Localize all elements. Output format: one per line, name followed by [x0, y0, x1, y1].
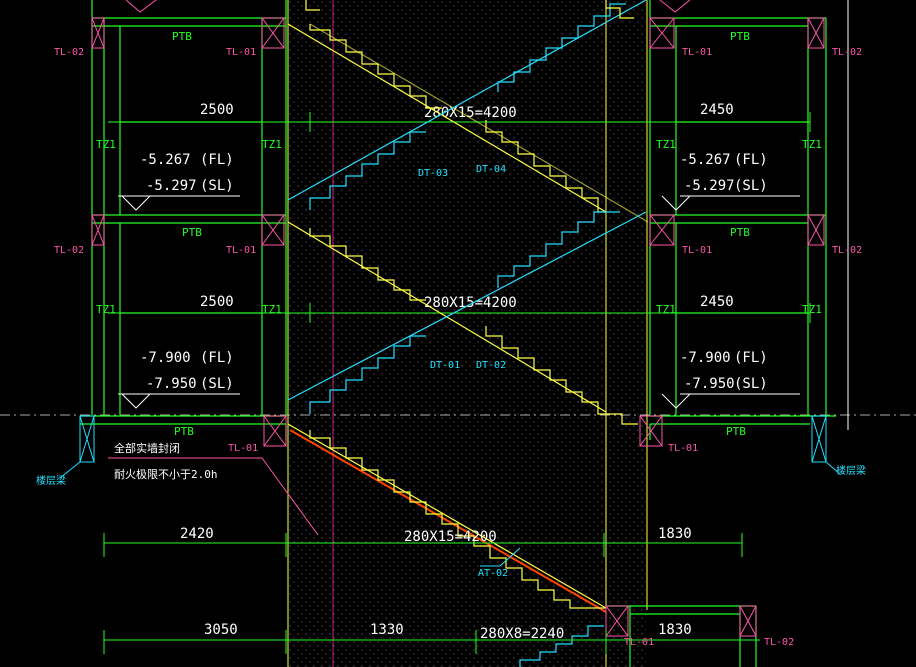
flight-spec-low: 280X15=4200 [404, 529, 497, 545]
dim-left-mid: 2500 [200, 294, 234, 310]
grade-tag-right: 楼层梁 [836, 464, 866, 477]
dt-label-mid-a: DT-01 [430, 360, 460, 371]
note-line-1: 全部实墙封闭 [114, 441, 180, 455]
dim-bottom-mid: 1330 [370, 622, 404, 638]
dt-label-mid-b: DT-02 [476, 360, 506, 371]
ptb-label-mid-left: PTB [182, 226, 202, 239]
fl-right-mid: -7.900 [680, 350, 731, 366]
fl-tag-right-mid: (FL) [734, 350, 768, 366]
floor-group-top: PTB PTB TL-02 TL-01 TL-01 TL-02 2500 245… [54, 0, 862, 215]
ptb-label-ground-right: PTB [726, 425, 746, 438]
sl-right-top: -5.297 [684, 178, 735, 194]
tz1-label-4: TZ1 [802, 138, 822, 151]
stair-flights [287, 0, 649, 667]
tl02-label-mid-left: TL-02 [54, 245, 84, 256]
fl-tag-right-top: (FL) [734, 152, 768, 168]
dim-bottom-right: 1830 [658, 622, 692, 638]
dim-low-right: 1830 [658, 526, 692, 542]
tl02-label-top-right: TL-02 [832, 47, 862, 58]
floor-group-mid: PTB PTB TL-02 TL-01 TL-01 TL-02 2500 245… [54, 214, 862, 415]
lower-dimension-lines [103, 533, 760, 654]
tz1-label-1: TZ1 [96, 138, 116, 151]
tz1-label-8: TZ1 [802, 303, 822, 316]
tl02-label-bottom: TL-02 [764, 637, 794, 648]
tz1-label-5: TZ1 [96, 303, 116, 316]
ptb-label-mid-right: PTB [730, 226, 750, 239]
ptb-label-top-left: PTB [172, 30, 192, 43]
dim-low-left: 2420 [180, 526, 214, 542]
sl-tag-right-mid: (SL) [734, 376, 768, 392]
tl02-label-mid-right: TL-02 [832, 245, 862, 256]
sl-tag-left-mid: (SL) [200, 376, 234, 392]
dt-label-top-b: DT-04 [476, 164, 506, 175]
sl-left-mid: -7.950 [146, 376, 197, 392]
dim-right-top: 2450 [700, 102, 734, 118]
dim-left-top: 2500 [200, 102, 234, 118]
fl-left-top: -5.267 [140, 152, 191, 168]
dim-bottom-left: 3050 [204, 622, 238, 638]
sl-left-top: -5.297 [146, 178, 197, 194]
tl01-label-top-left: TL-01 [226, 47, 256, 58]
at-leader-2 [499, 547, 521, 567]
ptb-label-top-right: PTB [730, 30, 750, 43]
tz1-label-7: TZ1 [656, 303, 676, 316]
tz1-label-3: TZ1 [656, 138, 676, 151]
at-label: AT-02 [478, 568, 508, 579]
sl-tag-left-top: (SL) [200, 178, 234, 194]
flight-spec-bottom: 280X8=2240 [480, 626, 564, 642]
tz1-label-2: TZ1 [262, 138, 282, 151]
tl01-label-bottom: TL-01 [624, 637, 654, 648]
tl01-label-top-right: TL-01 [682, 47, 712, 58]
fl-tag-left-top: (FL) [200, 152, 234, 168]
flight-spec-top: 280X15=4200 [424, 105, 517, 121]
stair-shaft-hatch [288, 0, 646, 667]
floor-group-ground: PTB PTB TL-01 TL-01 楼层梁 楼层梁 全部实墙封闭 耐火极限不… [36, 415, 866, 536]
tl01-label-mid-right: TL-01 [682, 245, 712, 256]
sl-right-mid: -7.950 [684, 376, 735, 392]
fl-tag-left-mid: (FL) [200, 350, 234, 366]
tl01-label-ground-left: TL-01 [228, 443, 258, 454]
tl01-label-mid-left: TL-01 [226, 245, 256, 256]
dt-label-top-a: DT-03 [418, 168, 448, 179]
lower-right-beams [605, 605, 757, 637]
tl01-label-ground-right: TL-01 [668, 443, 698, 454]
note-line-2: 耐火极限不小于2.0h [114, 467, 218, 481]
grade-tag-left: 楼层梁 [36, 474, 66, 487]
sl-tag-right-top: (SL) [734, 178, 768, 194]
fl-right-top: -5.267 [680, 152, 731, 168]
tz1-label-6: TZ1 [262, 303, 282, 316]
tl02-label-top-left: TL-02 [54, 47, 84, 58]
dim-right-mid: 2450 [700, 294, 734, 310]
shaft-boundaries [287, 0, 648, 667]
flight-spec-mid: 280X15=4200 [424, 295, 517, 311]
ptb-label-ground-left: PTB [174, 425, 194, 438]
fl-left-mid: -7.900 [140, 350, 191, 366]
